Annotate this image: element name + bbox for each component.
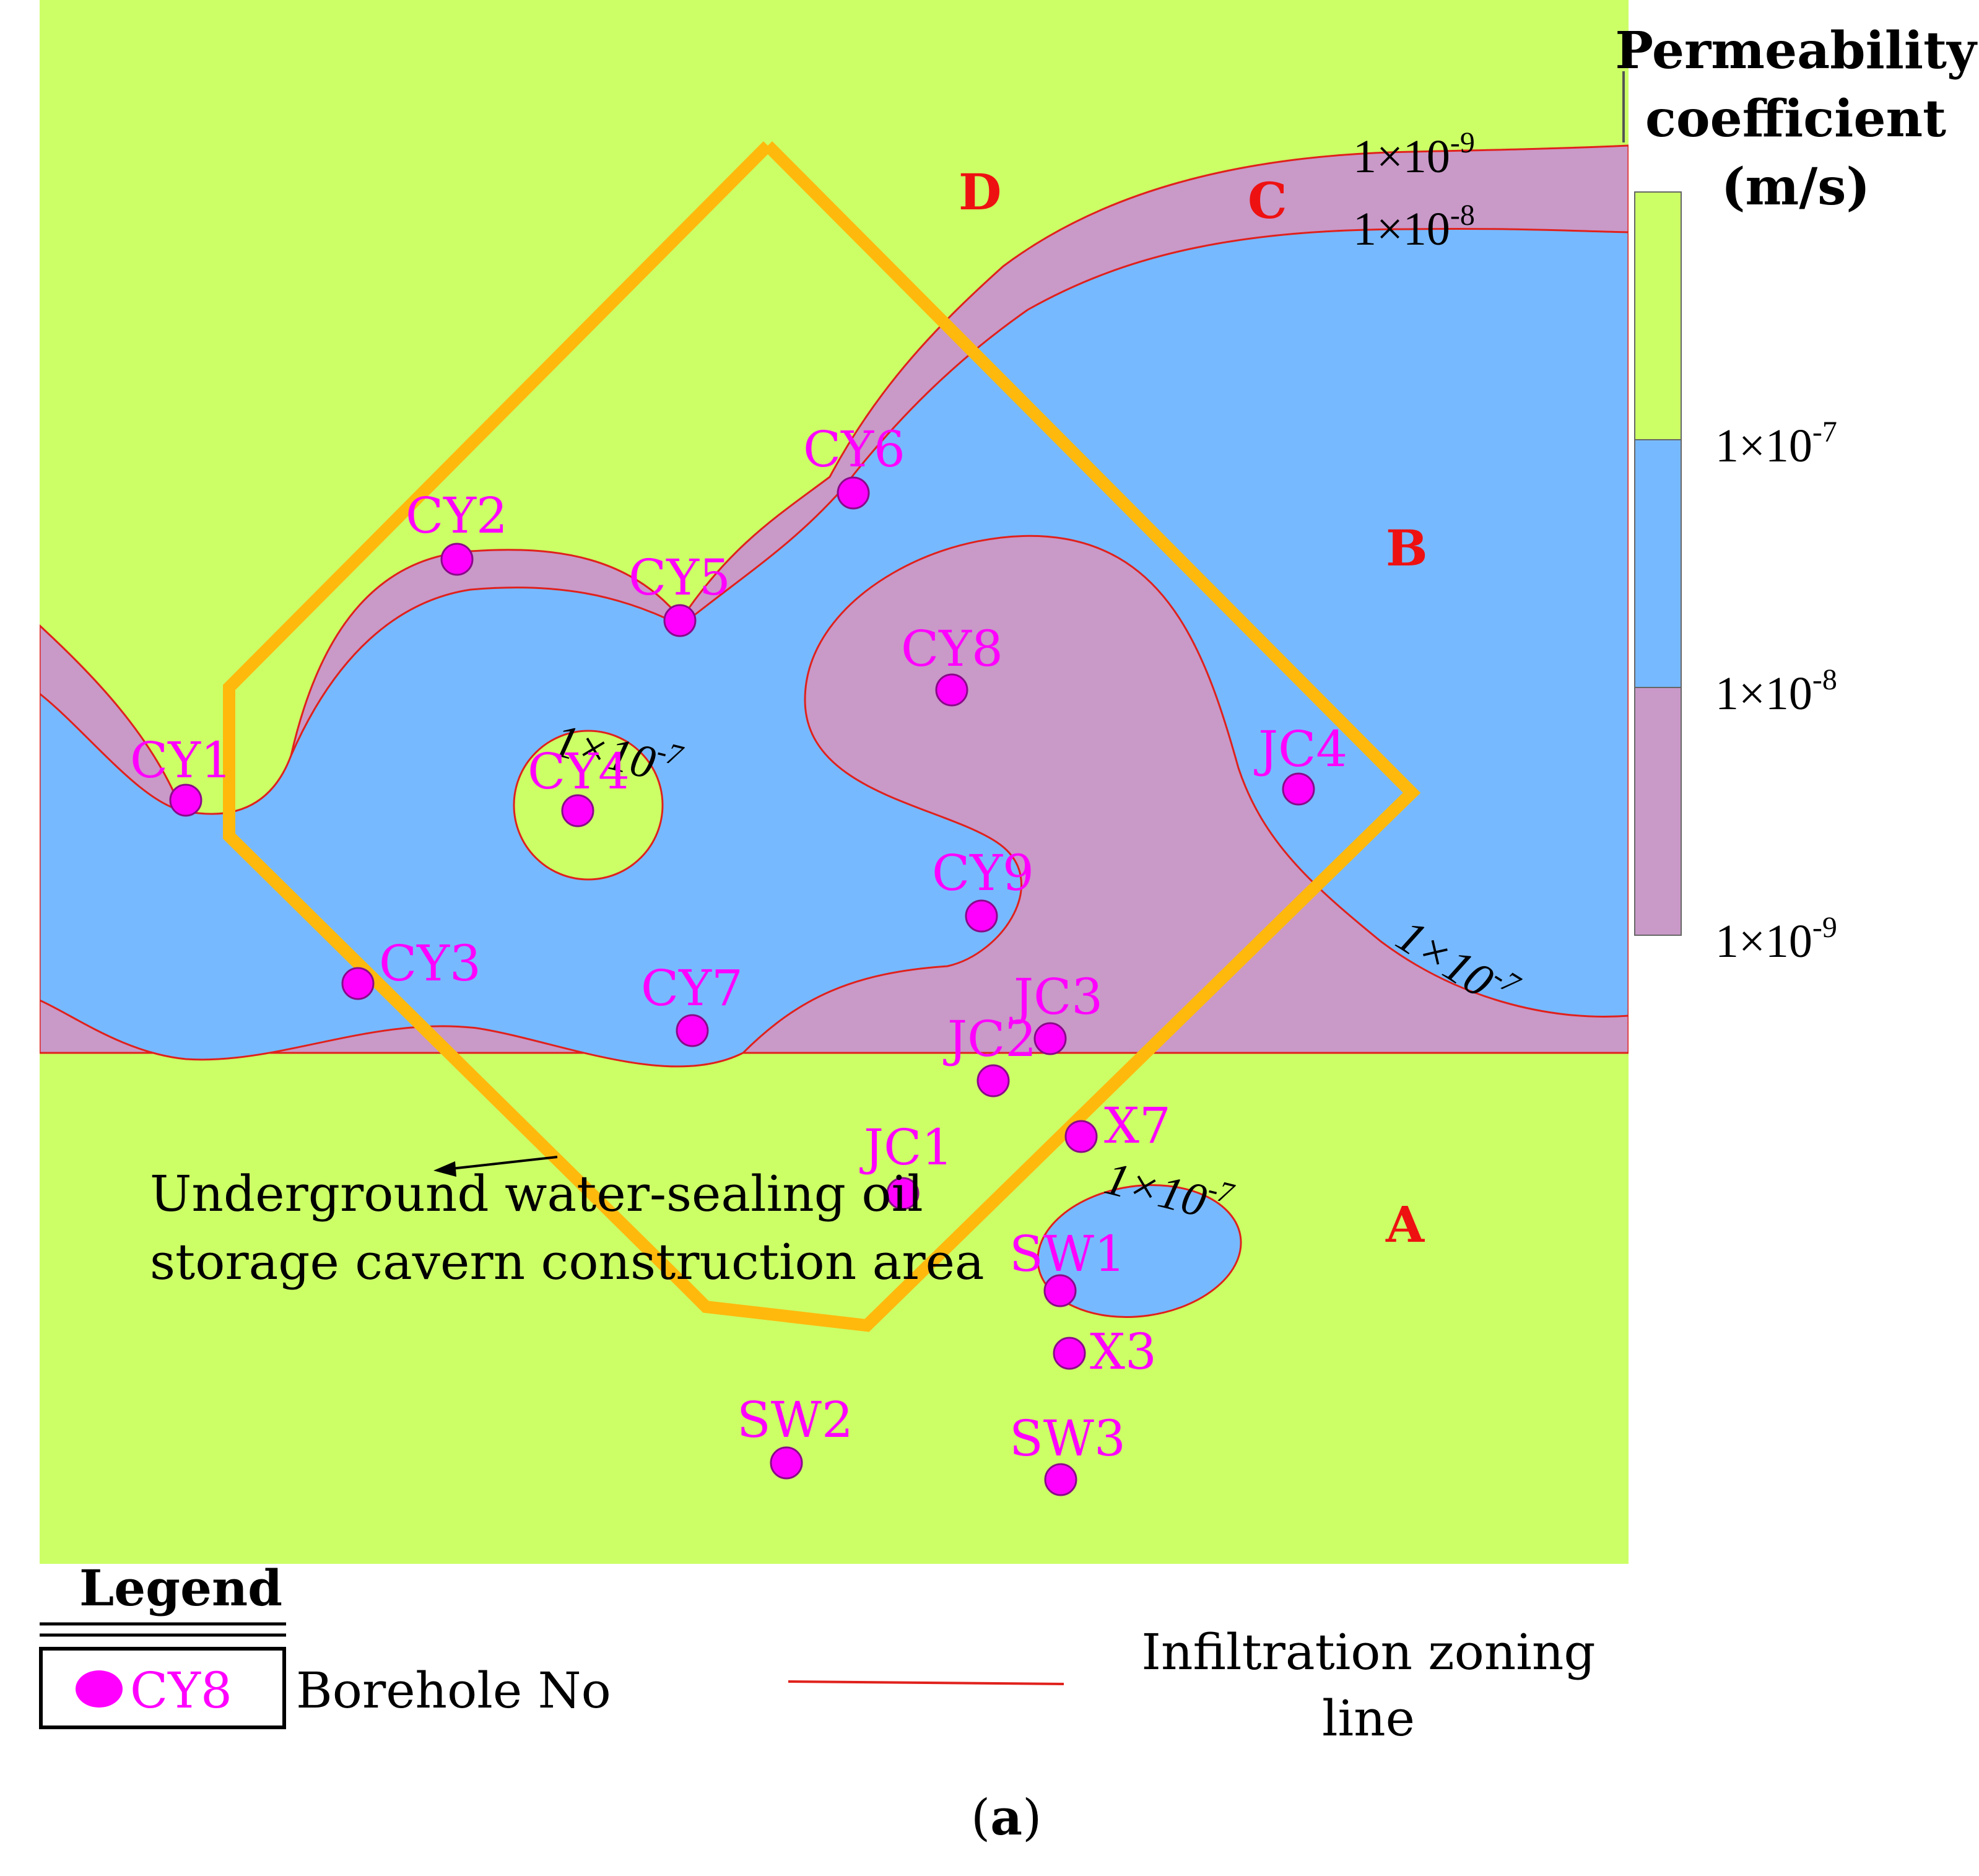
borehole-marker	[663, 604, 697, 637]
colorbar-segment-b	[1634, 439, 1682, 688]
legend-borehole-symbol	[76, 1670, 123, 1708]
figure-caption: (a)	[971, 1788, 1042, 1846]
legend-borehole-sample: CY8	[130, 1662, 232, 1719]
borehole-marker	[935, 673, 968, 707]
borehole-marker	[1033, 1022, 1067, 1055]
borehole-label: CY6	[803, 421, 905, 478]
legend-zoning-label: Infiltration zoning	[1141, 1623, 1595, 1681]
borehole-marker	[169, 783, 202, 817]
colorbar-title: coefficient	[1645, 89, 1946, 149]
zone-layer	[40, 0, 1629, 1564]
zone-letter-a: A	[1385, 1195, 1425, 1254]
borehole-marker	[1053, 1337, 1086, 1370]
construction-area-annotation: Underground water-sealing oil	[150, 1165, 923, 1223]
borehole-label: JC2	[943, 1010, 1037, 1068]
construction-area-boundary	[223, 141, 1421, 1332]
construction-area-annotation: storage cavern construction area	[150, 1233, 985, 1291]
colorbar-tick-label: 1×10-8	[1715, 663, 1837, 720]
legend-borehole-label: Borehole No	[296, 1662, 611, 1719]
map-legend: Legend CY8 Borehole No Infiltration zoni…	[39, 1559, 1596, 1747]
borehole-label: CY2	[406, 487, 508, 544]
annotation-arrow	[433, 1156, 558, 1177]
borehole-label: CY5	[628, 549, 731, 606]
permeability-color-bar: Permeability coefficient (m/s) 1×10-7 1×…	[1615, 21, 1978, 967]
borehole-marker	[770, 1446, 803, 1480]
borehole-label: CY8	[901, 620, 1003, 678]
zone-b-lens-sw1	[1037, 1184, 1242, 1318]
borehole-marker	[676, 1014, 709, 1047]
borehole-marker	[965, 899, 998, 933]
borehole-label: JC4	[1254, 720, 1347, 778]
borehole-label: SW1	[1009, 1225, 1126, 1283]
colorbar-title: Permeability	[1615, 21, 1978, 81]
colorbar-title: (m/s)	[1721, 157, 1870, 217]
colorbar-tick-label: 1×10-7	[1715, 416, 1837, 472]
contour-value-label: 1×10-9	[1353, 126, 1475, 183]
borehole-marker	[837, 476, 870, 510]
borehole-label: SW3	[1009, 1410, 1126, 1467]
borehole-label: CY4	[528, 743, 630, 800]
borehole-marker	[1044, 1463, 1077, 1496]
borehole-label: X3	[1090, 1323, 1157, 1381]
colorbar-tick-label: 1×10-9	[1715, 911, 1837, 967]
borehole-label: CY3	[379, 935, 481, 992]
borehole-label: CY9	[932, 844, 1034, 902]
borehole-marker	[1043, 1274, 1077, 1307]
colorbar-segment-a	[1634, 191, 1682, 440]
zone-b-region	[40, 227, 1629, 1068]
borehole-label: X7	[1104, 1097, 1171, 1154]
borehole-marker	[886, 1177, 920, 1210]
borehole-label: JC1	[859, 1119, 953, 1176]
zone-letter-c: C	[1248, 172, 1287, 230]
borehole-label: CY1	[130, 731, 232, 789]
borehole-marker	[341, 967, 375, 1000]
borehole-marker	[1064, 1120, 1098, 1153]
borehole-label: CY7	[641, 959, 743, 1017]
zone-letter-b: B	[1386, 519, 1428, 577]
borehole-marker	[561, 794, 594, 827]
borehole-marker	[440, 543, 474, 576]
zone-letter-d: D	[959, 163, 1001, 221]
colorbar-segment-c	[1634, 687, 1682, 936]
legend-title: Legend	[79, 1559, 282, 1617]
borehole-label: SW2	[737, 1391, 853, 1449]
borehole-marker	[1282, 772, 1315, 806]
borehole-marker	[976, 1064, 1010, 1097]
borehole-label: JC3	[1009, 968, 1103, 1026]
contour-value-label: 1×10-8	[1353, 199, 1475, 255]
legend-zoning-line	[788, 1680, 1064, 1685]
legend-zoning-label: line	[1322, 1690, 1415, 1747]
